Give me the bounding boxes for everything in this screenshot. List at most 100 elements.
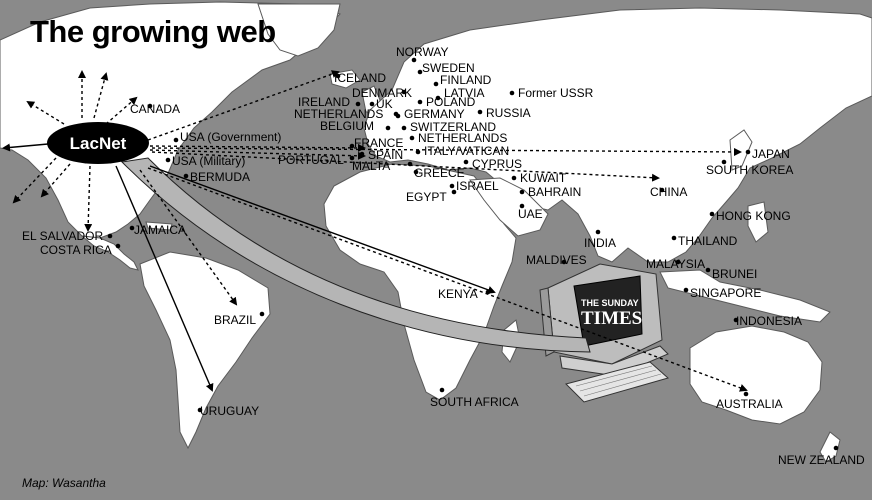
canada-dot	[147, 103, 153, 109]
brazil-label: BRAZIL	[214, 313, 256, 327]
israel-label: ISRAEL	[456, 179, 499, 193]
belgium-label: BELGIUM	[320, 119, 374, 133]
se-asia-islands	[659, 269, 831, 323]
map-credit: Map: Wasantha	[22, 476, 106, 490]
malta-dot	[407, 161, 413, 167]
russia-label: RUSSIA	[486, 106, 531, 120]
brazil-dot	[259, 311, 265, 317]
new-zealand-label: NEW ZEALAND	[778, 453, 865, 467]
usa-gov-label: USA (Government)	[180, 130, 281, 144]
netherlands-2-label: NETHERLANDS	[418, 131, 507, 145]
kuwait-label: KUWAIT	[520, 171, 567, 185]
norway-dot	[411, 57, 417, 63]
costa-rica-label: COSTA RICA	[40, 243, 112, 257]
greenland	[257, 3, 341, 57]
brunei-dot	[705, 267, 711, 273]
spain-label: SPAIN	[368, 148, 403, 162]
finland-dot	[433, 81, 439, 87]
indonesia-label: INDONESIA	[736, 314, 802, 328]
portugal-dot	[349, 155, 355, 161]
china-label: CHINA	[650, 185, 687, 199]
logo-main-text: TIMES	[581, 308, 642, 329]
bermuda-label: BERMUDA	[190, 170, 250, 184]
malta-label: MALTA	[352, 159, 390, 173]
australia-label: AUSTRALIA	[716, 397, 783, 411]
kenya-dot	[485, 289, 491, 295]
italy-vatican-label: ITALY/VATICAN	[424, 144, 509, 158]
canada-label: CANADA	[130, 102, 180, 116]
jamaica-dot	[129, 225, 135, 231]
uruguay-label: URUGUAY	[200, 404, 259, 418]
jamaica-label: JAMAICA	[134, 223, 186, 237]
india-label: INDIA	[584, 236, 616, 250]
kuwait-dot	[511, 175, 517, 181]
central-america	[80, 235, 139, 271]
south-korea-dot	[721, 159, 727, 165]
malaysia-dot	[675, 259, 681, 265]
denmark-dot	[401, 89, 407, 95]
uk-dot	[369, 101, 375, 107]
el-salvador-label: EL SALVADOR	[22, 229, 103, 243]
landmasses	[0, 1, 872, 463]
singapore-dot	[683, 287, 689, 293]
ireland-dot	[355, 101, 361, 107]
france-dot	[349, 143, 355, 149]
brunei-label: BRUNEI	[712, 267, 757, 281]
israel-dot	[449, 183, 455, 189]
uae-label: UAE	[518, 207, 543, 221]
new-zealand-land	[819, 431, 841, 463]
lacnet-label: LacNet	[70, 134, 127, 153]
switzerland-dot	[401, 125, 407, 131]
cyprus-dot	[463, 159, 469, 165]
finland-label: FINLAND	[440, 73, 492, 87]
logo-top-text: THE SUNDAY	[581, 298, 639, 308]
latvia-dot	[435, 95, 441, 101]
france-label: FRANCE	[354, 136, 403, 150]
india-dot	[595, 229, 601, 235]
russia-dot	[477, 109, 483, 115]
usa-gov-dot	[173, 137, 179, 143]
hong-kong-label: HONG KONG	[716, 209, 791, 223]
switzerland-label: SWITZERLAND	[410, 120, 496, 134]
map-title: The growing web	[30, 14, 276, 49]
thailand-label: THAILAND	[678, 234, 738, 248]
singapore-label: SINGAPORE	[690, 286, 761, 300]
indonesia-dot	[733, 317, 739, 323]
egypt-label: EGYPT	[406, 190, 447, 204]
bermuda-dot	[183, 173, 189, 179]
south-america	[139, 251, 271, 450]
bahrain-dot	[519, 189, 525, 195]
philippines	[747, 201, 769, 243]
south-africa-label: SOUTH AFRICA	[430, 395, 519, 409]
bahrain-label: BAHRAIN	[528, 185, 581, 199]
kenya-label: KENYA	[438, 287, 478, 301]
iceland-dot	[335, 73, 341, 79]
netherlands-1-label: NETHERLANDS	[294, 107, 383, 121]
denmark-label: DENMARK	[352, 86, 412, 100]
portugal-label: PORTUGAL	[278, 153, 344, 167]
eurasia	[363, 7, 872, 263]
caribbean	[145, 221, 173, 231]
connection-lines	[2, 70, 748, 392]
former-ussr-dot	[509, 90, 515, 96]
arabia	[469, 177, 549, 237]
ireland-label: IRELAND	[298, 95, 350, 109]
former-ussr-label: Former USSR	[518, 86, 594, 100]
uae-dot	[519, 203, 525, 209]
poland-label: POLAND	[426, 95, 476, 109]
south-korea-label: SOUTH KOREA	[706, 163, 793, 177]
germany-dot	[395, 113, 401, 119]
egypt-dot	[451, 189, 457, 195]
usa-mil-dot	[165, 157, 171, 163]
costa-rica-dot	[115, 243, 121, 249]
north-america	[0, 1, 341, 239]
netherlands-2-dot	[409, 135, 415, 141]
hong-kong-dot	[709, 211, 715, 217]
japan-label: JAPAN	[752, 147, 790, 161]
el-salvador-dot	[107, 233, 113, 239]
thailand-dot	[671, 235, 677, 241]
uk-label: UK	[376, 97, 393, 111]
